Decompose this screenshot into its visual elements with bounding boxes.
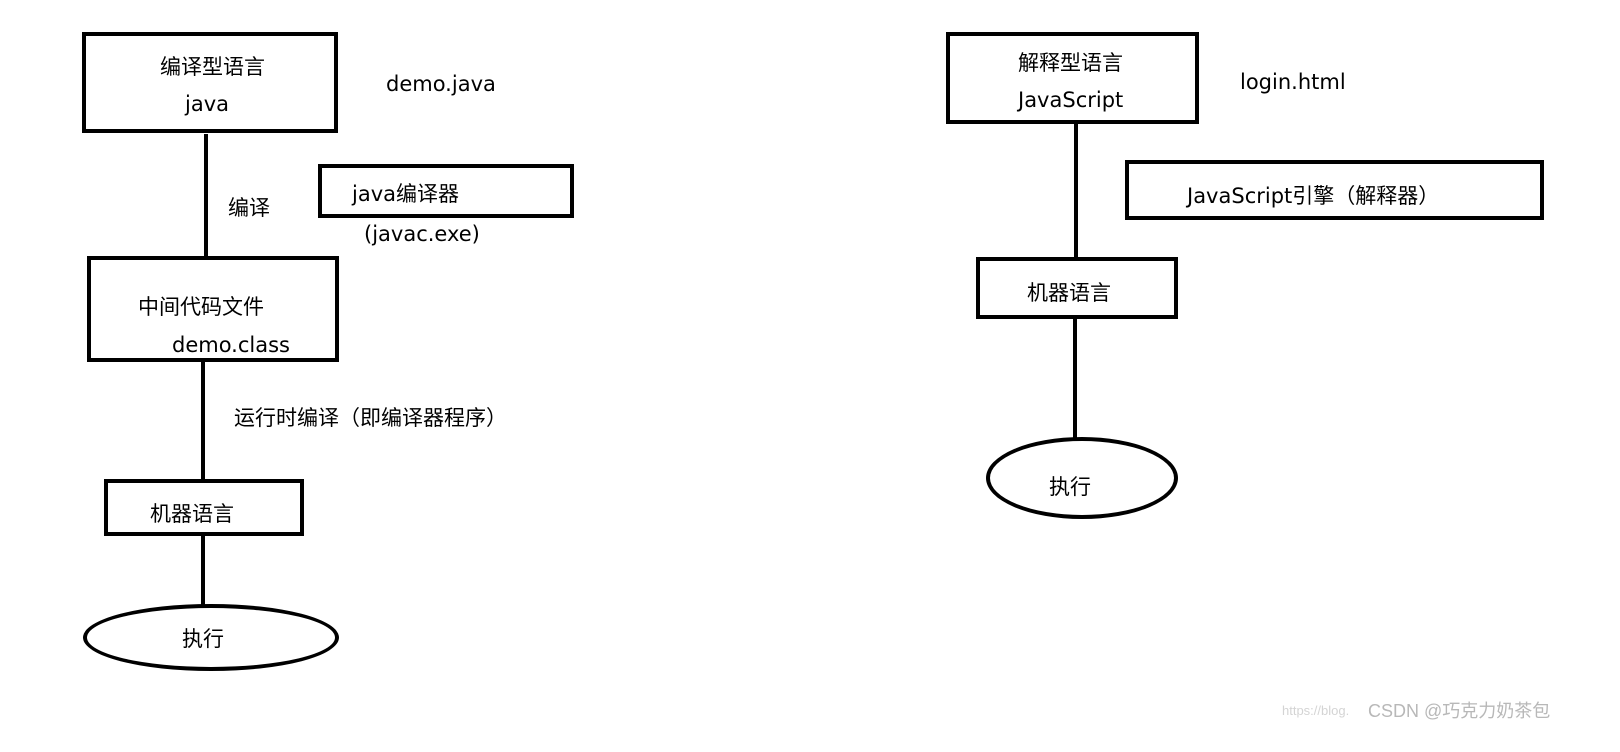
source-file-label: demo.java [386, 72, 496, 96]
compiled-language-example: java [185, 92, 229, 116]
execute-label: 执行 [1049, 475, 1091, 499]
interpreted-language-box [946, 32, 1199, 124]
compiler-box-label: java编译器 [352, 182, 459, 206]
watermark-text: CSDN @巧克力奶茶包 [1368, 701, 1551, 721]
compile-step-label: 编译 [228, 196, 270, 220]
connector-line [201, 361, 205, 481]
compiler-exe-label: (javac.exe) [364, 222, 480, 246]
intermediate-file-name: demo.class [172, 333, 290, 357]
connector-line [1073, 317, 1077, 440]
compiled-language-box [82, 32, 338, 133]
execute-label: 执行 [182, 627, 224, 651]
connector-line [201, 535, 205, 607]
machine-language-box [104, 479, 304, 536]
watermark-url: https://blog. [1282, 703, 1350, 718]
machine-language-label: 机器语言 [1027, 281, 1111, 305]
connector-line [204, 134, 208, 258]
js-engine-label: JavaScript引擎（解释器） [1187, 184, 1440, 208]
connector-line [1074, 122, 1078, 258]
compiler-box [318, 164, 574, 218]
intermediate-file-title: 中间代码文件 [138, 295, 264, 319]
machine-language-box [976, 257, 1178, 319]
intermediate-file-box [87, 256, 339, 362]
interpreted-language-title: 解释型语言 [1018, 51, 1123, 75]
execute-ellipse [83, 604, 339, 671]
execute-ellipse [986, 437, 1178, 519]
js-engine-box [1125, 160, 1544, 220]
compiled-language-title: 编译型语言 [160, 55, 265, 79]
interpreted-language-example: JavaScript [1018, 88, 1124, 112]
source-file-label: login.html [1240, 70, 1346, 94]
machine-language-label: 机器语言 [150, 502, 234, 526]
runtime-compile-label: 运行时编译（即编译器程序） [234, 406, 507, 430]
